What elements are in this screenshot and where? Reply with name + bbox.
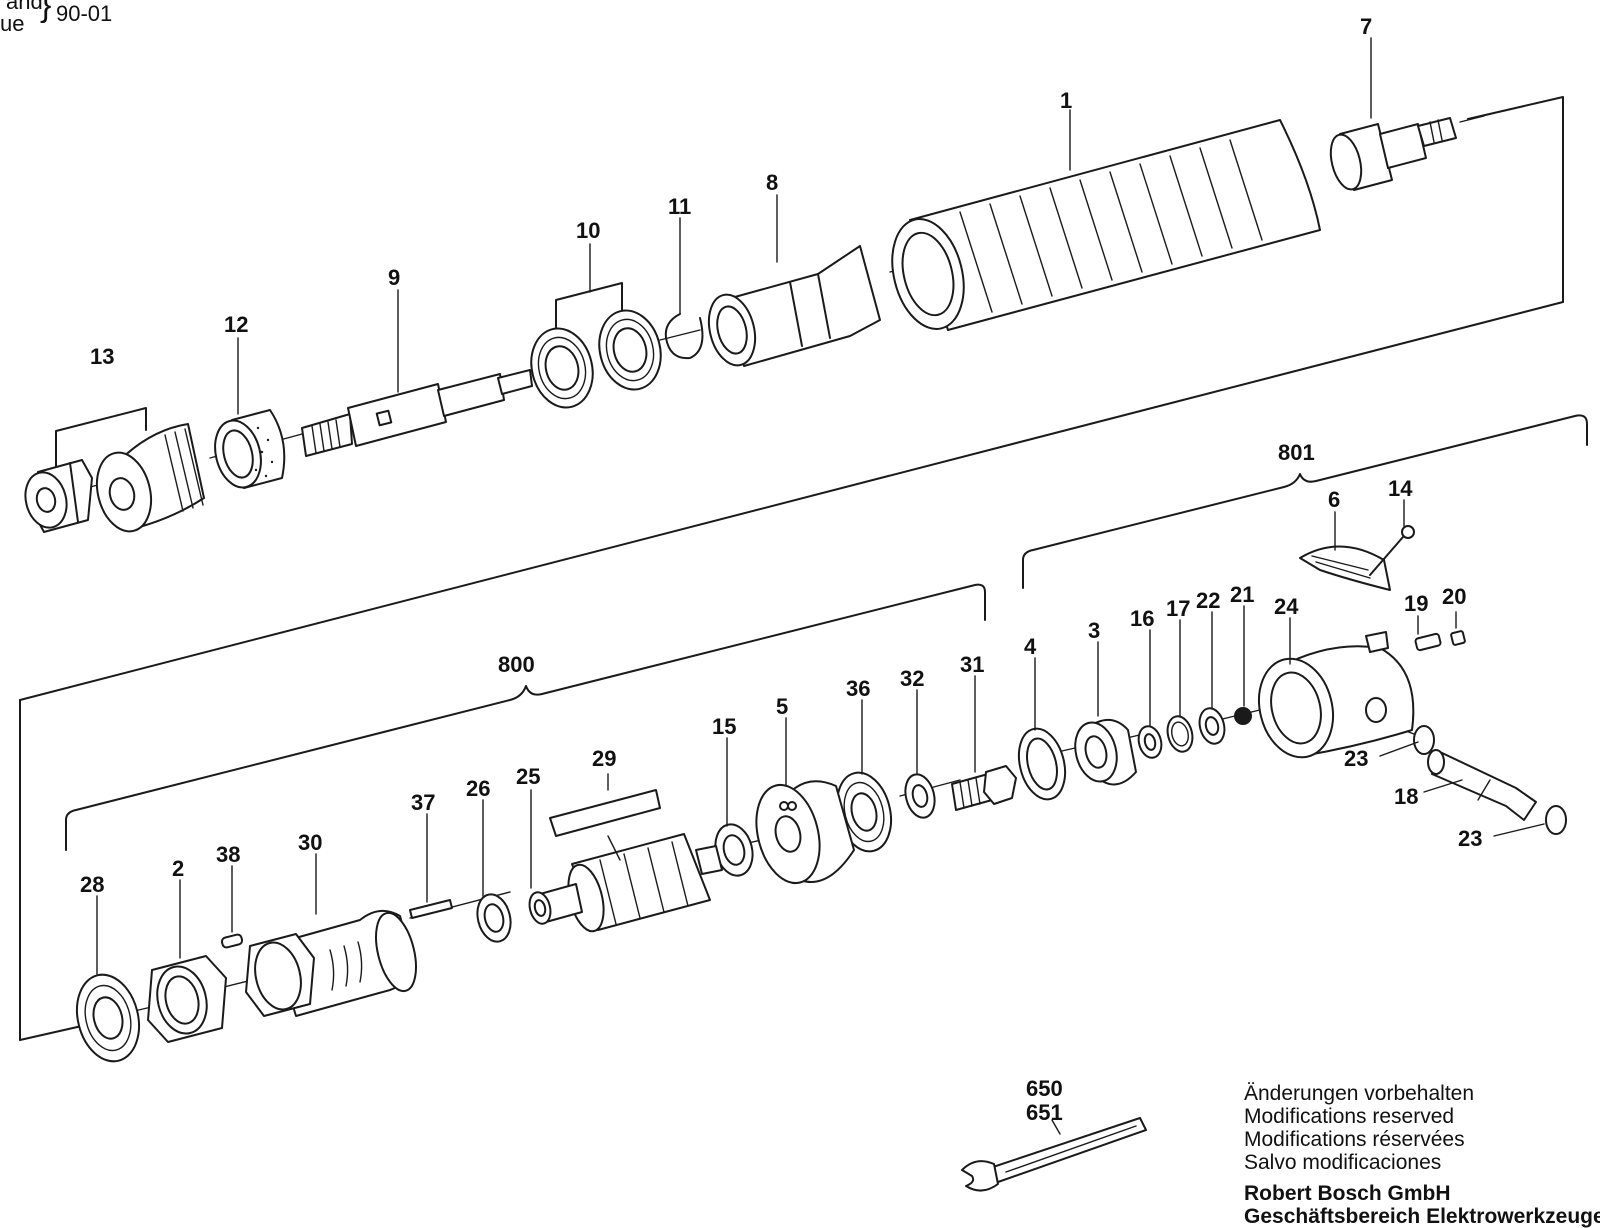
company-division: Geschäftsbereich Elektrowerkzeuge: [1244, 1205, 1600, 1228]
frame-lines: [19, 96, 1564, 1041]
edition-label-line1: and: [6, 0, 43, 14]
edition-label-line2: ue: [0, 11, 25, 36]
part-32-washer: [904, 773, 936, 819]
part-labels: 1 7 8 11 10 9 12 13 801 6 14 19 20 24 21…: [80, 14, 1482, 1125]
part-7-adapter: [1329, 117, 1457, 191]
label-31: 31: [960, 652, 984, 677]
part-13-collet: [95, 423, 205, 533]
label-32: 32: [900, 666, 924, 691]
label-2: 2: [172, 856, 184, 881]
label-11: 11: [668, 194, 691, 219]
label-29: 29: [592, 746, 616, 771]
part-24-housing-head: [1258, 631, 1415, 759]
label-3: 3: [1088, 618, 1100, 643]
part-18-pin: [1427, 749, 1537, 821]
label-15: 15: [712, 714, 736, 739]
note-line-en: Modifications reserved: [1244, 1105, 1455, 1128]
part-14-screw: [1369, 525, 1415, 576]
label-22: 22: [1196, 588, 1220, 613]
edition-brace: }: [40, 0, 52, 24]
bracket-10: [555, 282, 623, 331]
part-3-clutch-ring: [1074, 719, 1137, 786]
label-5: 5: [776, 694, 788, 719]
label-20: 20: [1442, 584, 1466, 609]
note-line-es: Salvo modificaciones: [1244, 1151, 1442, 1174]
part-13-nut: [24, 459, 93, 533]
part-5-end-plate: [755, 780, 855, 885]
edition-code: 90-01: [56, 1, 113, 26]
label-6: 6: [1328, 487, 1340, 512]
label-17: 17: [1166, 596, 1190, 621]
part-6-cover-plate: [1299, 545, 1391, 591]
part-12-sleeve: [214, 409, 286, 489]
label-10: 10: [576, 218, 600, 243]
note-line-fr: Modifications réservées: [1244, 1128, 1465, 1151]
label-800: 800: [498, 652, 535, 677]
footer-notes: Änderungen vorbehalten Modifications res…: [1244, 1082, 1600, 1228]
label-651: 651: [1026, 1100, 1063, 1125]
label-13: 13: [90, 344, 114, 369]
part-17-bearing: [1166, 715, 1194, 753]
company-name: Robert Bosch GmbH: [1244, 1182, 1451, 1205]
label-36: 36: [846, 676, 870, 701]
label-24: 24: [1274, 594, 1299, 619]
part-10-bearing-a: [530, 327, 594, 409]
part-9-spindle: [301, 369, 533, 457]
bracket-801: [1022, 414, 1588, 589]
part-15-washer: [714, 823, 754, 877]
part-28-bearing: [76, 973, 140, 1063]
label-38: 38: [216, 842, 240, 867]
part-4-spring-ring: [1017, 727, 1067, 801]
part-37-pin: [409, 899, 453, 919]
label-4: 4: [1024, 634, 1037, 659]
label-23-lower: 23: [1458, 826, 1482, 851]
part-2-hex-nut: [147, 955, 227, 1043]
part-11-circlip: [664, 313, 704, 360]
label-23-upper: 23: [1344, 746, 1368, 771]
bracket-13: [55, 407, 147, 469]
label-37: 37: [411, 790, 435, 815]
part-31-bolt: [951, 765, 1017, 811]
part-19-grub-screw: [1414, 632, 1442, 652]
part-16-washer: [1137, 725, 1163, 759]
part-8-hex-sleeve: [707, 245, 881, 367]
part-29-vane: [549, 789, 661, 837]
label-16: 16: [1130, 606, 1154, 631]
part-21-ball: [1234, 707, 1252, 725]
part-20-nut: [1450, 630, 1466, 646]
part-26-washer: [476, 893, 512, 943]
label-18: 18: [1394, 784, 1418, 809]
label-7: 7: [1360, 14, 1372, 39]
part-650-651-wrench: [961, 1117, 1147, 1192]
part-23-circlip-lower: [1545, 805, 1567, 835]
label-30: 30: [298, 830, 322, 855]
part-1-grip-housing: [891, 119, 1321, 331]
part-25-rotor: [528, 833, 723, 933]
part-38-pin: [220, 933, 244, 949]
part-23-circlip-upper: [1413, 725, 1435, 755]
label-28: 28: [80, 872, 104, 897]
note-line-de: Änderungen vorbehalten: [1244, 1082, 1475, 1105]
part-10-bearing-b: [598, 309, 662, 391]
label-26: 26: [466, 776, 490, 801]
label-9: 9: [388, 265, 400, 290]
label-14: 14: [1388, 476, 1413, 501]
label-1: 1: [1060, 88, 1072, 113]
label-12: 12: [224, 312, 248, 337]
label-19: 19: [1404, 591, 1428, 616]
label-801: 801: [1278, 440, 1315, 465]
bracket-800: [65, 583, 986, 851]
label-650: 650: [1026, 1076, 1063, 1101]
part-30-cylinder: [245, 909, 417, 1017]
part-36-bearing: [835, 771, 893, 853]
label-25: 25: [516, 764, 540, 789]
part-22-washer: [1198, 707, 1226, 745]
leader-lines: [96, 37, 1545, 1135]
label-8: 8: [766, 170, 778, 195]
label-21: 21: [1230, 582, 1254, 607]
